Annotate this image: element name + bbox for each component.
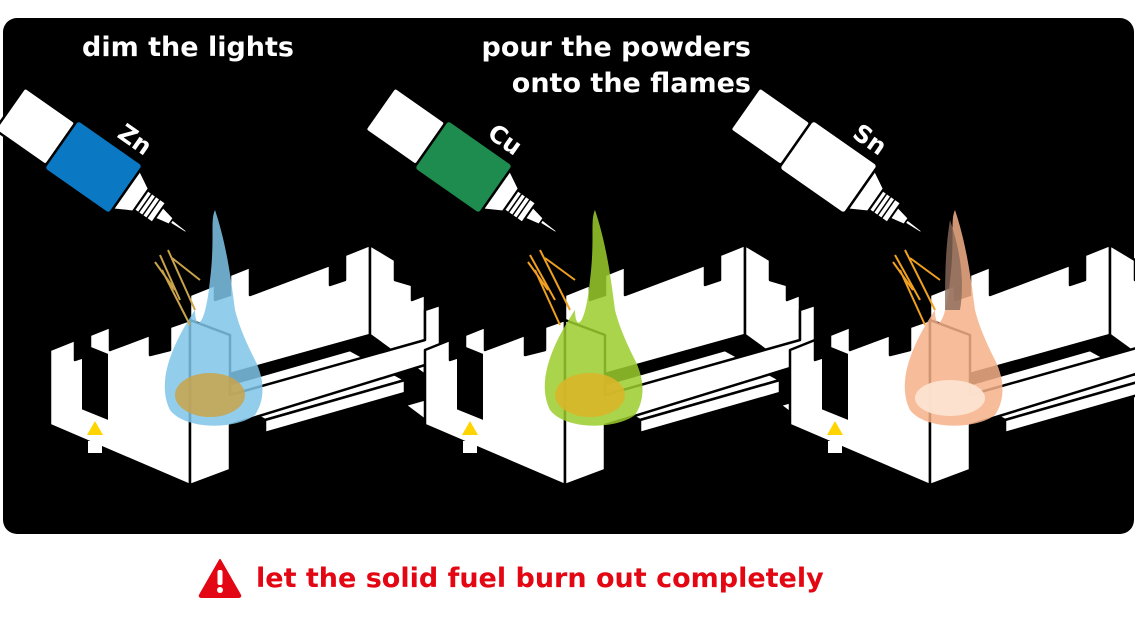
flame-sn — [904, 210, 1003, 426]
bottle-sn: Sn — [726, 82, 940, 258]
flame-cu — [544, 210, 643, 426]
warning-note: let the solid fuel burn out completely — [198, 556, 824, 600]
caption-dim-lights: dim the lights — [82, 32, 294, 63]
powder-sn — [892, 249, 941, 326]
warning-triangle-icon — [198, 559, 242, 598]
caption-pour-line1: pour the powders — [481, 32, 752, 63]
warning-text: let the solid fuel burn out completely — [256, 562, 824, 594]
caption-pour-line2: onto the flames — [511, 68, 751, 99]
flame-zn — [164, 210, 263, 426]
caption-pour-powders: pour the powders onto the flames — [482, 30, 752, 102]
powder-cu — [527, 249, 576, 326]
bottle-zn: Zn — [0, 82, 205, 258]
powder-zn — [154, 249, 201, 326]
